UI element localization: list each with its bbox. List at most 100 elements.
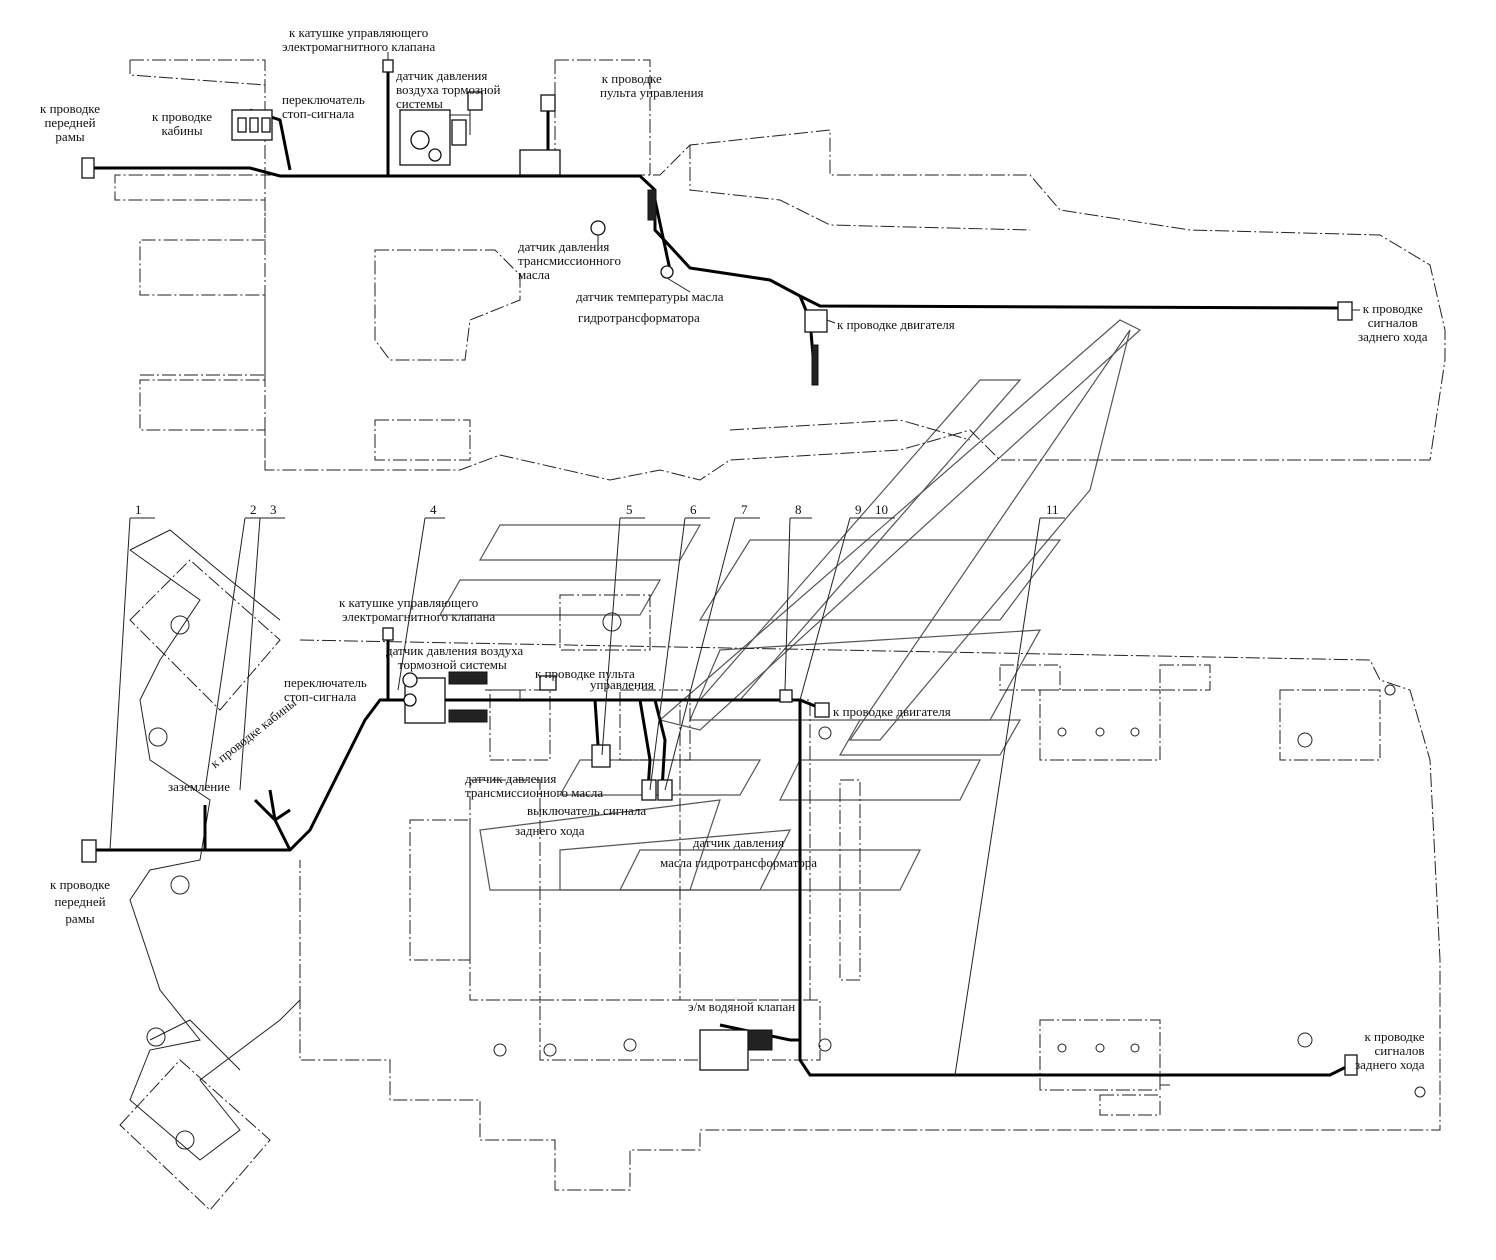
top-control-panel-line1: к проводке [601, 71, 662, 86]
top-trans-sensor-line2: трансмиссионного [518, 253, 621, 268]
bottom-reverse-switch-line2: заднего хода [515, 823, 585, 838]
top-engine-label: к проводке двигателя [837, 317, 955, 332]
coil-connector-icon [382, 627, 394, 641]
top-view-frame [114, 59, 1446, 481]
top-control-panel-line2: пульта управления [600, 85, 704, 100]
top-cab-label: к проводке кабины [152, 110, 212, 138]
bottom-front-frame-line3: рамы [65, 911, 95, 926]
reverse-connector-icon [1344, 1054, 1358, 1076]
top-reverse-line3: заднего хода [1358, 329, 1428, 344]
top-front-frame-line1: к проводке [40, 101, 101, 116]
top-brake-sensor-line3: системы [396, 96, 443, 111]
top-trans-sensor-line1: датчик давления [518, 239, 610, 254]
bottom-water-valve-label: э/м водяной клапан [688, 999, 796, 1014]
top-brake-sensor-label: датчик давления воздуха тормозной систем… [396, 69, 501, 111]
top-temp-sensor-label: датчик температуры масла гидротрансформа… [576, 290, 724, 325]
callout-10: 10 [875, 502, 888, 517]
top-brake-sensor-line2: воздуха тормозной [396, 82, 501, 97]
control-panel-connector-icon [540, 94, 556, 112]
top-stop-switch-label: переключатель стоп-сигнала [282, 93, 365, 121]
top-front-frame-label: к проводке передней рамы [40, 102, 100, 144]
bottom-view-frame [119, 529, 1441, 1211]
bottom-reverse-line2: сигналов [1374, 1043, 1425, 1058]
bottom-front-frame-label: к проводке передней рамы [50, 878, 110, 926]
top-coil-label-line1: к катушке управляющего [288, 25, 429, 40]
top-reverse-label: к проводке сигналов заднего хода [1358, 302, 1428, 344]
callout-7: 7 [741, 502, 748, 517]
bottom-control-panel-line2: управления [590, 677, 654, 692]
bottom-reverse-switch-label: выключатель сигнала заднего хода [515, 803, 647, 838]
top-trans-sensor-line3: масла [518, 267, 550, 282]
water-valve-icon [699, 1029, 749, 1071]
bottom-reverse-switch-line1: выключатель сигнала [527, 803, 647, 818]
top-temp-sensor-line1: датчик температуры масла [576, 289, 724, 304]
coil-connector-icon [382, 59, 394, 73]
callout-11: 11 [1046, 502, 1059, 517]
bottom-coil-label: к катушке управляющего электромагнитного… [322, 596, 495, 624]
top-front-frame-line3: рамы [55, 129, 85, 144]
control-panel-connector-icon [539, 675, 557, 691]
top-coil-label-line2: электромагнитного клапана [282, 39, 436, 54]
front-frame-connector-icon [81, 839, 97, 863]
bottom-components [81, 627, 1358, 1076]
top-cab-line1: к проводке [152, 109, 213, 124]
top-reverse-line1: к проводке [1362, 301, 1423, 316]
callout-4: 4 [430, 502, 437, 517]
trans-oil-sensor-icon [591, 744, 611, 768]
bottom-trans-sensor-line2: трансмиссионного масла [465, 785, 604, 800]
top-front-frame-line2: передней [44, 115, 96, 130]
bottom-stop-switch-line1: переключатель [284, 675, 367, 690]
callout-9: 9 [855, 502, 862, 517]
bottom-trans-sensor-line1: датчик давления [465, 771, 557, 786]
top-cab-line2: кабины [161, 123, 203, 138]
reverse-connector-icon [1337, 301, 1353, 321]
engine-connector-icon [804, 309, 828, 333]
bottom-engine-label: к проводке двигателя [833, 704, 951, 719]
bottom-brake-sensor-line2: тормозной системы [398, 657, 507, 672]
bottom-torque-sensor-label: датчик давления масла гидротрансформатор… [660, 836, 817, 870]
callout-5: 5 [626, 502, 633, 517]
bottom-torque-sensor-line1: датчик давления [692, 835, 785, 850]
top-components [81, 59, 1353, 386]
top-brake-sensor-line1: датчик давления [396, 68, 488, 83]
bottom-torque-sensor-line2: масла гидротрансформатора [660, 855, 817, 870]
bottom-stop-switch-line2: стоп-сигнала [284, 689, 357, 704]
top-coil-label: к катушке управляющего электромагнитного… [282, 26, 435, 54]
trans-oil-sensor-icon [590, 220, 606, 236]
bottom-trans-sensor-label: датчик давления трансмиссионного масла [465, 772, 603, 800]
callout-leaders [109, 517, 1065, 1076]
top-stop-switch-line1: переключатель [282, 92, 365, 107]
callout-6: 6 [690, 502, 697, 517]
bottom-reverse-label: к проводке сигналов заднего хода [1355, 1030, 1425, 1072]
front-frame-connector-icon [81, 157, 95, 179]
bottom-control-panel-label: к проводке пульта управления [535, 667, 654, 692]
bottom-front-frame-line1: к проводке [50, 877, 111, 892]
bottom-reverse-line1: к проводке [1364, 1029, 1425, 1044]
top-harness [90, 70, 1341, 381]
top-control-panel-label: к проводке пульта управления [560, 72, 704, 100]
top-leaders [387, 52, 1360, 324]
temp-sensor-icon [660, 265, 674, 279]
callout-8: 8 [795, 502, 802, 517]
callout-3: 3 [270, 502, 277, 517]
bottom-ground-label: заземление [168, 779, 230, 794]
bottom-coil-line1: к катушке управляющего [338, 595, 479, 610]
bottom-control-panel-line1: к проводке пульта [535, 666, 635, 681]
bottom-brake-sensor-line1: датчик давления воздуха [386, 643, 524, 658]
bottom-coil-line2: электромагнитного клапана [342, 609, 496, 624]
bottom-brake-sensor-label: датчик давления воздуха тормозной систем… [386, 644, 523, 672]
bottom-holes [146, 612, 1426, 1150]
top-reverse-line2: сигналов [1367, 315, 1418, 330]
bottom-reverse-line3: заднего хода [1355, 1057, 1425, 1072]
reverse-switch-icon [641, 779, 657, 801]
bottom-front-frame-line2: передней [54, 894, 106, 909]
top-trans-sensor-label: датчик давления трансмиссионного масла [518, 240, 621, 282]
engine-connector-icon [814, 702, 830, 718]
top-temp-sensor-line2: гидротрансформатора [578, 310, 700, 325]
bottom-stop-switch-label: переключатель стоп-сигнала [284, 676, 367, 704]
top-stop-switch-line2: стоп-сигнала [282, 106, 355, 121]
watermark-logo [438, 319, 1142, 891]
callout-2: 2 [250, 502, 257, 517]
callout-1: 1 [135, 502, 142, 517]
